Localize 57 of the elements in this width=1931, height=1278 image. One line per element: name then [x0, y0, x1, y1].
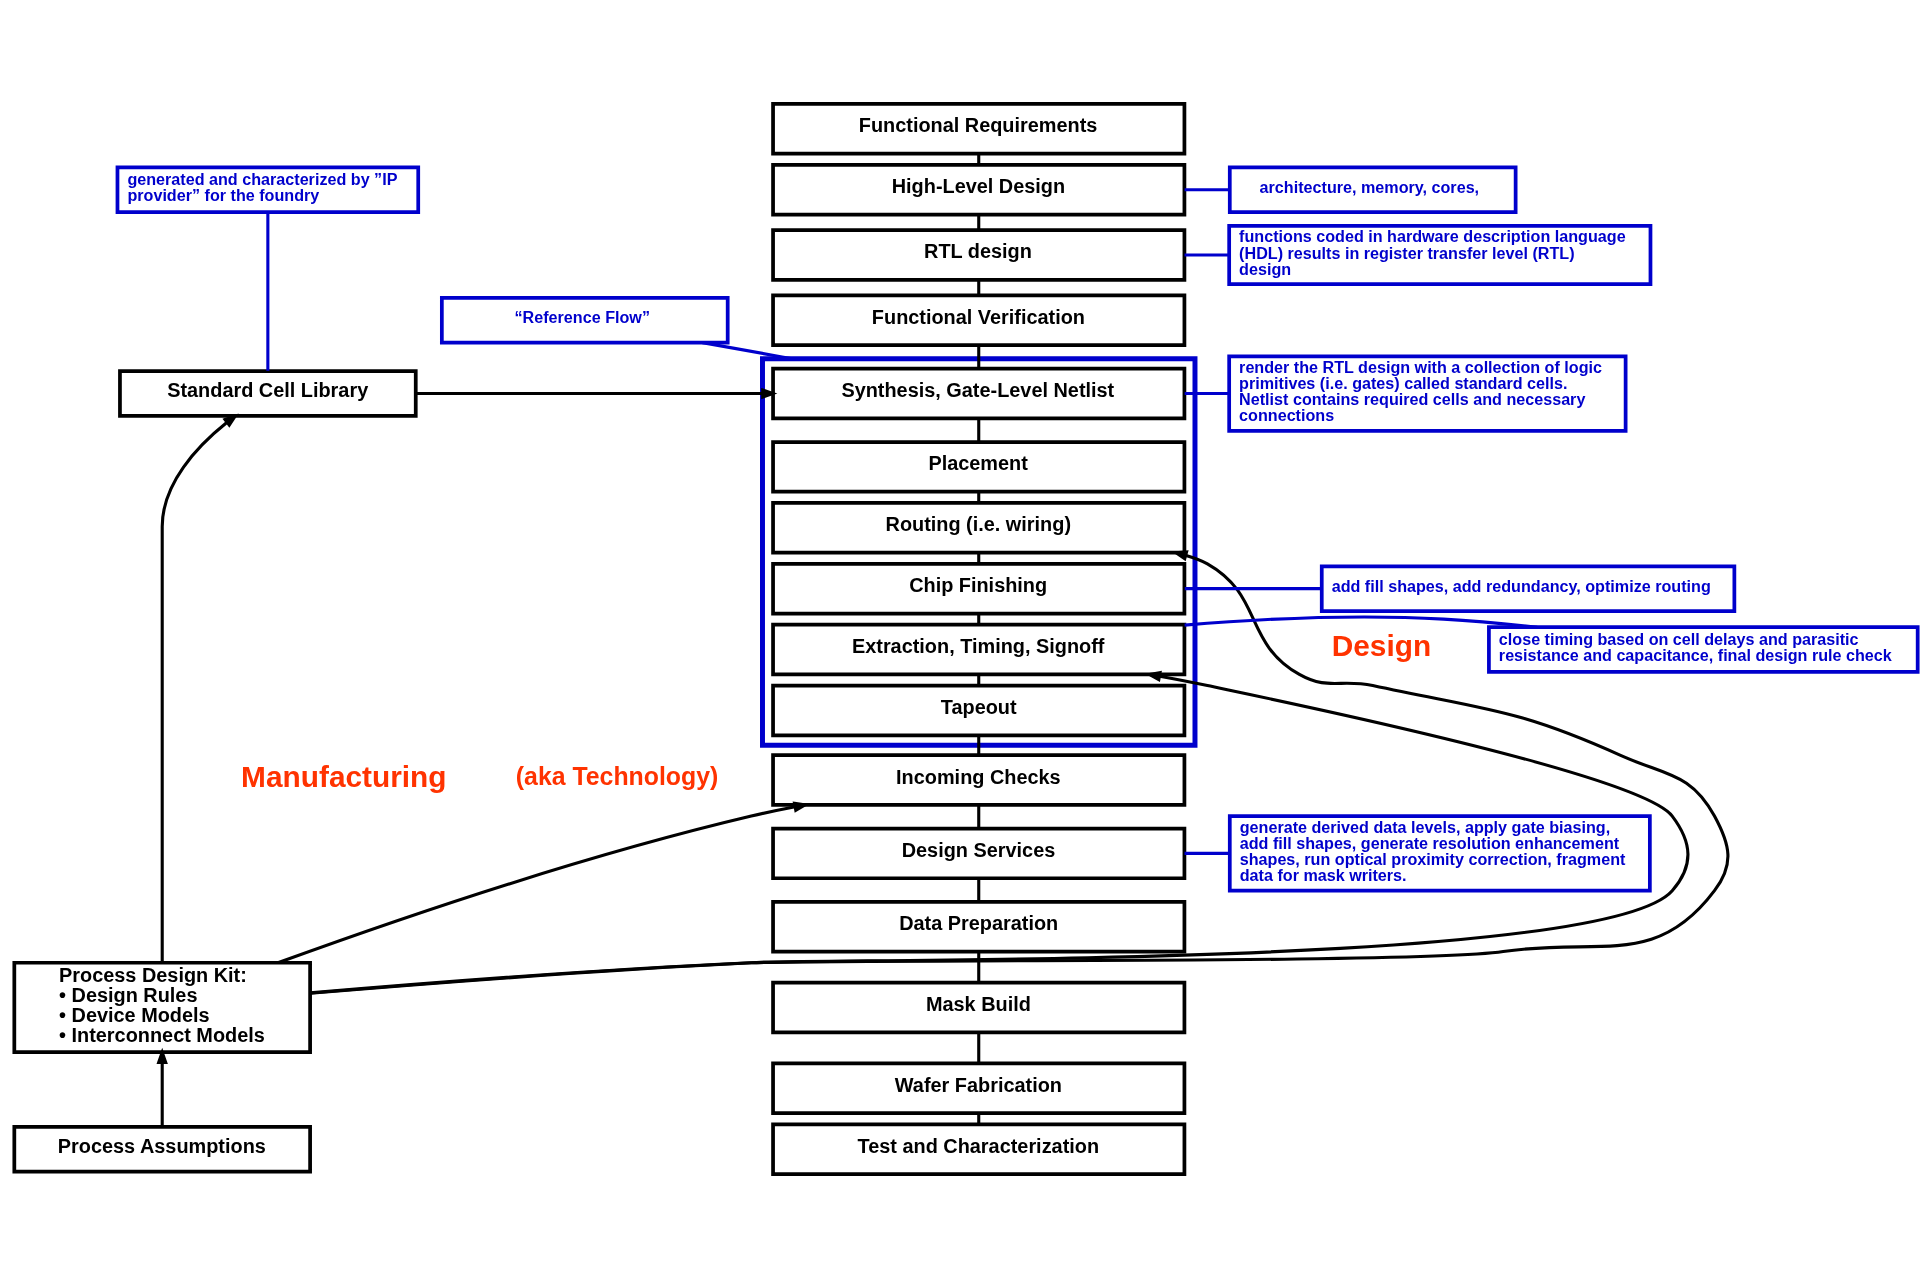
node-box: Incoming Checks [770, 753, 1186, 807]
arrow [309, 670, 1688, 995]
node-box: Routing (i.e. wiring) [770, 501, 1186, 555]
node-box: Mask Build [770, 980, 1186, 1035]
connector [976, 345, 980, 369]
node-box: Synthesis, Gate-Level Netlist [770, 366, 1186, 421]
connector [976, 805, 980, 829]
connector [976, 613, 980, 625]
label: (aka Technology) [515, 763, 718, 791]
arrow [156, 1047, 168, 1127]
arrow [415, 387, 777, 400]
node-box: Design Services [770, 826, 1186, 881]
arrow [309, 550, 1729, 995]
connector [1184, 587, 1322, 591]
node-box: High-Level Design [770, 163, 1186, 217]
node-box: generate derived data levels, apply gate biasing, add fill shapes, generate resolution enhancement shapes, run optical proximity correction, fragment data for mask writers. [1227, 814, 1652, 893]
node-box: Data Preparation [770, 900, 1186, 954]
connector [265, 212, 269, 371]
connector [1184, 615, 1537, 629]
node-box: close timing based on cell delays and parasitic resistance and capacitance, final design rule check [1486, 625, 1920, 674]
connector [976, 279, 980, 296]
node-box: Tapeout [770, 683, 1186, 738]
connector [976, 735, 980, 756]
node-box: Standard Cell Library [117, 369, 418, 418]
node-box: generated and characterized by ”IP provider” for the foundry [115, 165, 420, 214]
connector [976, 153, 980, 165]
node-box: Functional Requirements [770, 102, 1186, 156]
connector [976, 214, 980, 230]
node-box: “Reference Flow” [439, 296, 730, 345]
label: Design [1331, 629, 1431, 663]
connector [1184, 392, 1229, 396]
node-box: Functional Verification [770, 293, 1186, 347]
node-box: Process Design Kit: • Design Rules • Device Models • Interconnect Models [11, 960, 312, 1055]
connector [976, 491, 980, 503]
connector [976, 878, 980, 902]
node-box: Placement [770, 440, 1186, 494]
node-box: Process Assumptions [11, 1124, 312, 1174]
node-box: RTL design [770, 228, 1186, 282]
node-box: Wafer Fabrication [770, 1061, 1186, 1115]
connector [1184, 188, 1230, 192]
arrow [160, 413, 239, 963]
node-box: functions coded in hardware description language (HDL) results in register transfer level (RTL) design [1226, 223, 1652, 287]
connector [976, 552, 980, 564]
label: Manufacturing [240, 759, 447, 793]
connector [976, 951, 980, 983]
node-box: Chip Finishing [770, 561, 1186, 616]
node-box: add fill shapes, add redundancy, optimize routing [1319, 564, 1736, 613]
connector [976, 418, 980, 442]
connector [976, 1032, 980, 1064]
connector [976, 1113, 980, 1124]
connector [1184, 253, 1229, 257]
node-box: Extraction, Timing, Signoff [770, 622, 1186, 677]
node-box: Test and Characterization [770, 1122, 1186, 1176]
node-box: architecture, memory, cores, [1227, 165, 1517, 214]
node-box: render the RTL design with a collection of logic primitives (i.e. gates) called standard cells. Netlist contains required cells and necessary connections [1226, 354, 1627, 433]
connector [1184, 851, 1229, 855]
connector [976, 674, 980, 686]
